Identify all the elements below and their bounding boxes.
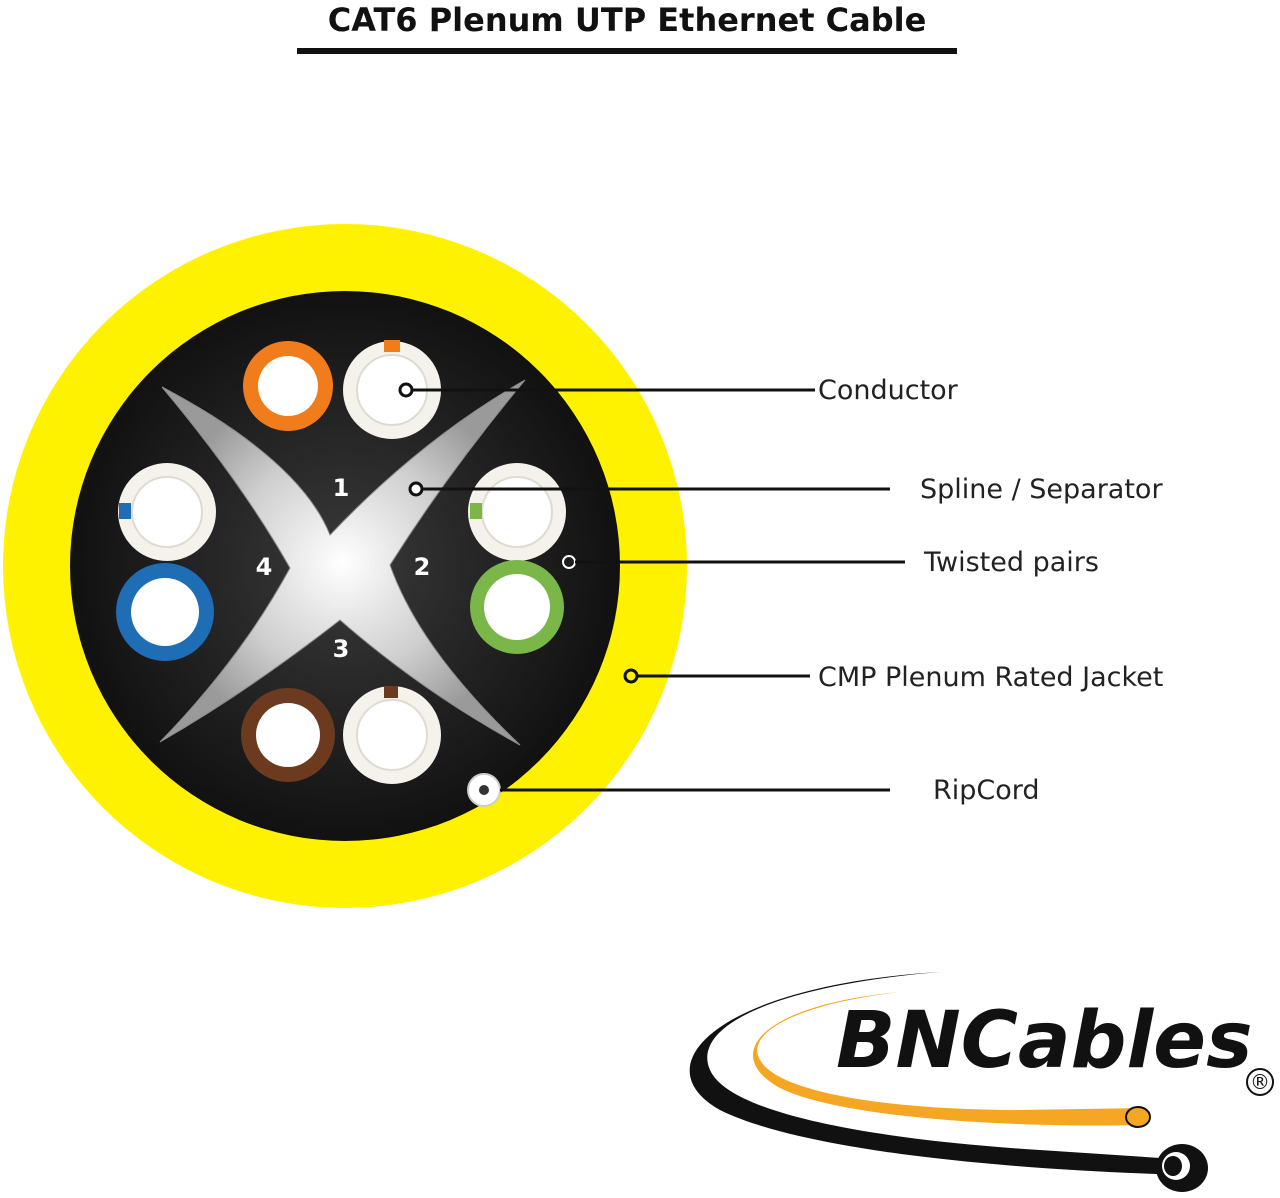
bncables-logo: BNCables ® — [689, 972, 1274, 1192]
pair-number-4: 4 — [256, 553, 273, 581]
callout-conductor: Conductor — [398, 375, 959, 406]
pair-3-stripe — [384, 686, 398, 698]
pair-4-stripe — [119, 503, 131, 519]
callout-twisted-pairs: Twisted pairs — [562, 547, 1099, 578]
logo-registered-circle — [1246, 1068, 1274, 1096]
callout-jacket: CMP Plenum Rated Jacket — [623, 662, 1163, 693]
logo-orange-end — [1125, 1106, 1151, 1128]
pair-4-striped-wire-conductor — [131, 476, 203, 548]
callout-ripcord: RipCord — [500, 775, 1040, 806]
callout-conductor-label: Conductor — [818, 375, 959, 406]
pair-number-1: 1 — [333, 474, 350, 502]
pair-2-stripe — [470, 503, 482, 519]
title-underline — [297, 48, 957, 54]
pair-3-striped-wire-conductor — [356, 699, 428, 771]
pair-3-solid-wire-conductor — [256, 703, 320, 767]
callout-conductor-dot — [398, 382, 414, 398]
diagram-title: CAT6 Plenum UTP Ethernet Cable — [327, 1, 927, 39]
callout-spline-dot — [408, 481, 424, 497]
callout-jacket-label: CMP Plenum Rated Jacket — [818, 662, 1163, 693]
callout-spline: Spline / Separator — [408, 474, 1163, 505]
pair-3-brown — [241, 686, 441, 784]
ripcord-center — [479, 785, 489, 795]
logo-swoosh-black — [689, 972, 1190, 1175]
pair-1-stripe — [384, 340, 400, 352]
pair-number-2: 2 — [414, 553, 431, 581]
callout-spline-label: Spline / Separator — [920, 474, 1163, 505]
logo-cable-end-core — [1164, 1156, 1182, 1176]
pair-4-solid-wire-conductor — [131, 578, 199, 646]
pair-2-green — [468, 463, 566, 654]
callout-ripcord-label: RipCord — [933, 775, 1040, 806]
pair-1-solid-wire-conductor — [258, 356, 318, 416]
spline-separator — [159, 379, 526, 746]
logo-wordmark: BNCables — [836, 996, 1253, 1086]
pair-2-solid-wire-conductor — [484, 574, 550, 640]
logo-registered-mark: ® — [1250, 1070, 1270, 1094]
callout-twisted-pairs-label: Twisted pairs — [923, 547, 1099, 578]
logo-swoosh-orange — [753, 992, 1145, 1126]
pair-number-3: 3 — [333, 635, 350, 663]
callout-jacket-dot — [623, 668, 639, 684]
pair-1-orange — [243, 340, 441, 439]
callout-twisted-pairs-dot — [562, 555, 576, 569]
pair-4-blue — [116, 463, 216, 661]
